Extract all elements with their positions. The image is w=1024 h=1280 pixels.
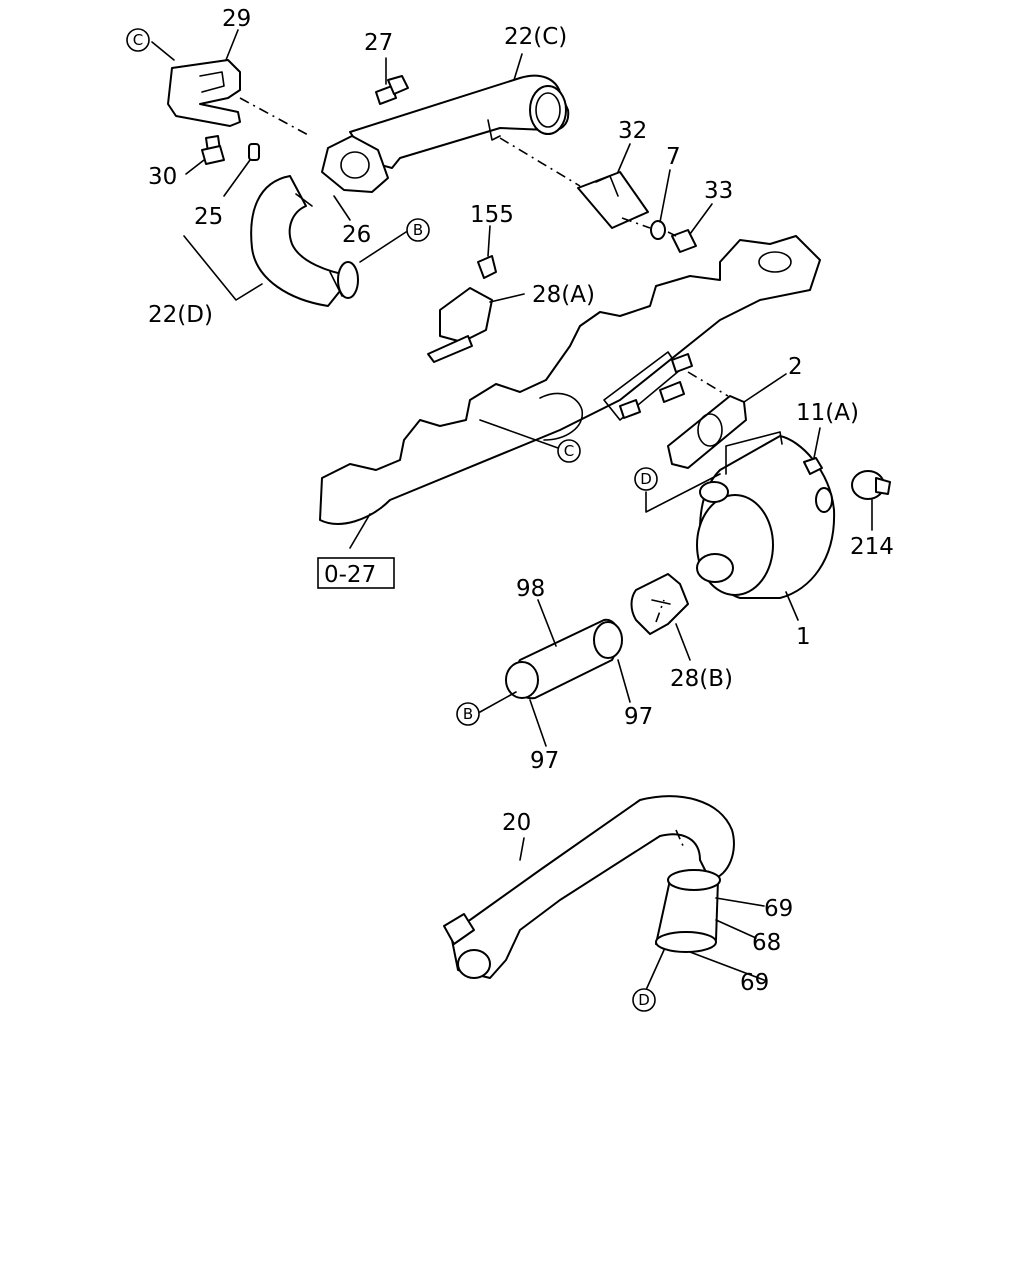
leader-line bbox=[151, 41, 175, 61]
gasket-2 bbox=[667, 395, 747, 469]
part-label: 155 bbox=[470, 202, 514, 228]
leader-line bbox=[537, 599, 557, 647]
part-label: 20 bbox=[502, 810, 531, 836]
leader-line bbox=[239, 97, 311, 137]
leader-line bbox=[687, 371, 729, 397]
leader-line bbox=[689, 951, 765, 981]
flange-gasket-26 bbox=[321, 135, 389, 193]
svg-text:B: B bbox=[413, 221, 423, 239]
part-label: 69 bbox=[764, 896, 793, 922]
connector-marker-d-mid: D bbox=[634, 467, 658, 491]
studs bbox=[619, 353, 693, 419]
leader-line bbox=[621, 217, 651, 229]
leader-line bbox=[617, 659, 631, 703]
leader-line bbox=[499, 137, 581, 187]
part-label: 7 bbox=[666, 144, 681, 170]
hose-68 bbox=[655, 869, 721, 953]
leader-line bbox=[359, 231, 407, 263]
leader-line bbox=[479, 419, 559, 449]
leader-line bbox=[617, 143, 631, 173]
leader-line bbox=[185, 159, 205, 175]
exhaust-pipe-22d bbox=[250, 175, 359, 307]
leader-line bbox=[813, 427, 821, 459]
leader-line bbox=[349, 513, 371, 549]
part-label: 33 bbox=[704, 178, 733, 204]
part-label: 97 bbox=[624, 704, 653, 730]
pipe-98 bbox=[505, 618, 623, 700]
part-label: 32 bbox=[618, 118, 647, 144]
part-label: 97 bbox=[530, 748, 559, 774]
part-label: 30 bbox=[148, 164, 177, 190]
svg-text:C: C bbox=[564, 442, 574, 460]
leader-line bbox=[519, 837, 525, 861]
leader-line bbox=[675, 623, 691, 661]
pin-25 bbox=[248, 143, 260, 161]
leader-line bbox=[645, 949, 665, 991]
bolt-30 bbox=[201, 135, 225, 165]
leader-line bbox=[675, 829, 685, 849]
leader-line bbox=[785, 591, 799, 621]
part-label: 26 bbox=[342, 222, 371, 248]
turbocharger-1 bbox=[696, 431, 836, 599]
clamp-214 bbox=[851, 470, 891, 500]
connector-marker-c-top: C bbox=[126, 28, 150, 52]
svg-text:D: D bbox=[640, 470, 652, 488]
leader-line bbox=[183, 235, 263, 301]
nut-11a bbox=[803, 457, 823, 475]
leader-line bbox=[655, 599, 665, 623]
part-label: 2 bbox=[788, 354, 803, 380]
bracket-32 bbox=[577, 171, 649, 229]
leader-line bbox=[529, 699, 547, 747]
svg-text:D: D bbox=[638, 991, 650, 1009]
exhaust-pipe-22c bbox=[349, 74, 570, 169]
part-label: 1 bbox=[796, 624, 811, 650]
washer-7 bbox=[650, 220, 666, 240]
bracket-29 bbox=[167, 59, 241, 127]
leader-line bbox=[689, 203, 713, 235]
connector-marker-b-bottom: B bbox=[456, 702, 480, 726]
heat-shield-28b bbox=[630, 573, 689, 635]
leader-line bbox=[715, 897, 765, 907]
svg-text:B: B bbox=[463, 705, 473, 723]
leader-line bbox=[487, 225, 491, 257]
reference-box-label: 0-27 bbox=[324, 562, 376, 588]
part-label: 98 bbox=[516, 576, 545, 602]
leader-line bbox=[225, 29, 239, 61]
pipe-20 bbox=[443, 795, 735, 979]
bolt-33 bbox=[671, 229, 697, 253]
heat-shield-28a bbox=[427, 255, 497, 363]
leader-line bbox=[659, 169, 671, 223]
part-label: 214 bbox=[850, 534, 894, 560]
part-label: 22(C) bbox=[504, 24, 567, 50]
svg-text:C: C bbox=[133, 31, 143, 49]
leader-line bbox=[479, 691, 517, 713]
leader-line bbox=[667, 231, 677, 237]
part-label: 25 bbox=[194, 204, 223, 230]
part-label: 29 bbox=[222, 6, 251, 32]
part-label: 68 bbox=[752, 930, 781, 956]
bolt-27 bbox=[375, 75, 409, 105]
leader-line bbox=[223, 159, 251, 197]
part-label: 27 bbox=[364, 30, 393, 56]
leader-line bbox=[513, 53, 523, 81]
connector-marker-b-top: B bbox=[406, 218, 430, 242]
leader-line bbox=[333, 195, 351, 221]
connector-marker-c-mid: C bbox=[557, 439, 581, 463]
part-label: 11(A) bbox=[796, 400, 859, 426]
leader-line bbox=[489, 293, 525, 303]
leader-line bbox=[743, 373, 787, 403]
leader-line bbox=[645, 473, 721, 513]
reference-box: 0-27 bbox=[317, 557, 395, 589]
part-label: 69 bbox=[740, 970, 769, 996]
part-label: 28(A) bbox=[532, 282, 595, 308]
part-label: 22(D) bbox=[148, 302, 213, 328]
connector-marker-d-bottom: D bbox=[632, 988, 656, 1012]
leader-line bbox=[715, 919, 757, 939]
part-label: 28(B) bbox=[670, 666, 733, 692]
